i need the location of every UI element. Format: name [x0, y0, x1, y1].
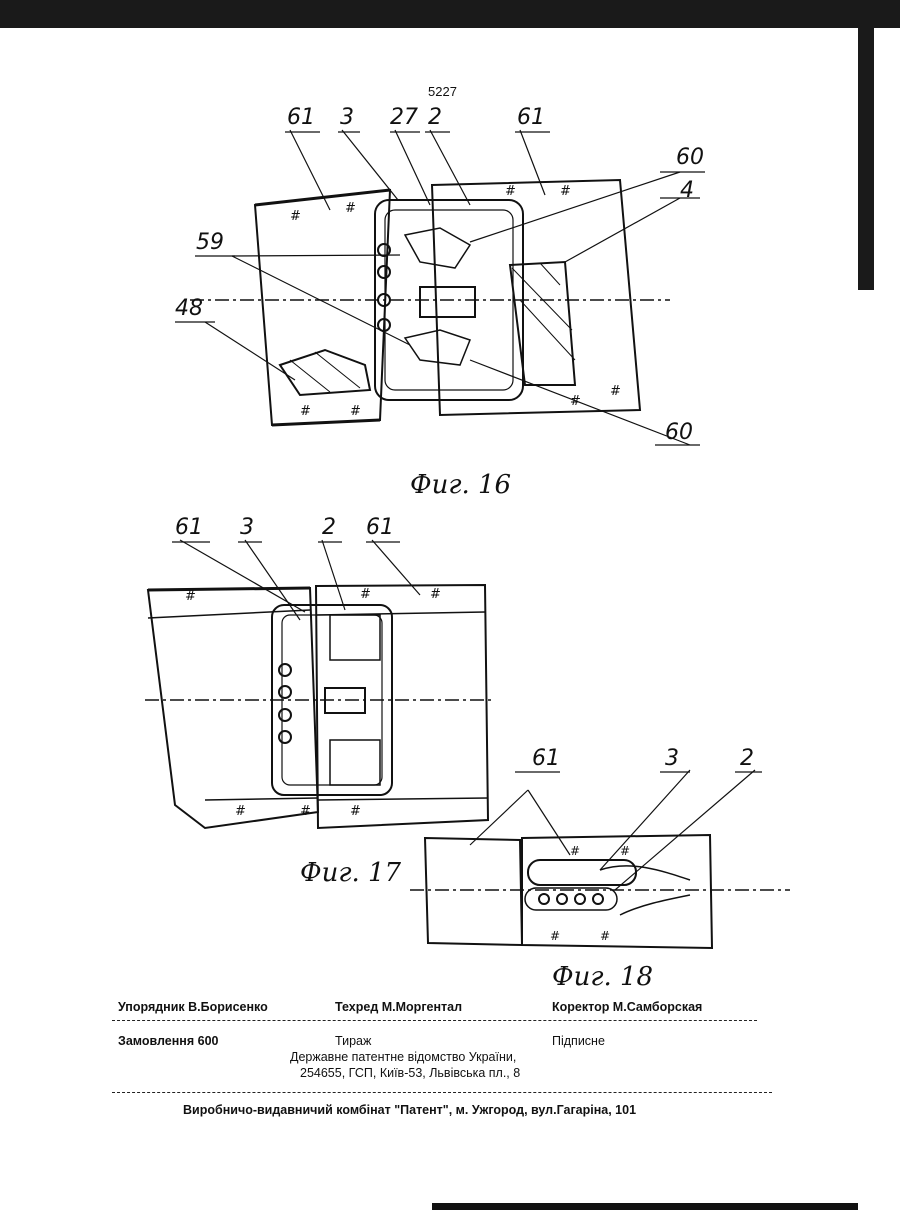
- figure-18-caption: Фиг. 18: [552, 962, 653, 992]
- circulation: Тираж: [335, 1034, 371, 1048]
- divider-2: [112, 1092, 772, 1093]
- printer-info: Виробничо-видавничий комбінат "Патент", …: [183, 1103, 636, 1117]
- tech-editor-credit: Техред М.Моргентал: [335, 1000, 462, 1014]
- svg-text:#: #: [600, 929, 610, 943]
- fig18-callout-3: 3: [665, 746, 679, 771]
- scan-border-bottom: [432, 1203, 858, 1210]
- office-address-line2: 254655, ГСП, Київ-53, Львівська пл., 8: [300, 1066, 520, 1080]
- svg-text:#: #: [550, 929, 560, 943]
- svg-text:#: #: [570, 844, 580, 858]
- order-number: Замовлення 600: [118, 1034, 218, 1048]
- subscription: Підписне: [552, 1034, 605, 1048]
- divider: [112, 1020, 757, 1021]
- compiler-credit: Упорядник В.Борисенко: [118, 1000, 268, 1014]
- figure-18-drawing: # # # #: [0, 0, 900, 960]
- svg-text:#: #: [620, 844, 630, 858]
- fig18-callout-61: 61: [532, 746, 560, 771]
- fig18-callout-2: 2: [740, 746, 754, 771]
- office-address-line1: Державне патентне відомство України,: [290, 1050, 516, 1064]
- corrector-credit: Коректор М.Самборская: [552, 1000, 702, 1014]
